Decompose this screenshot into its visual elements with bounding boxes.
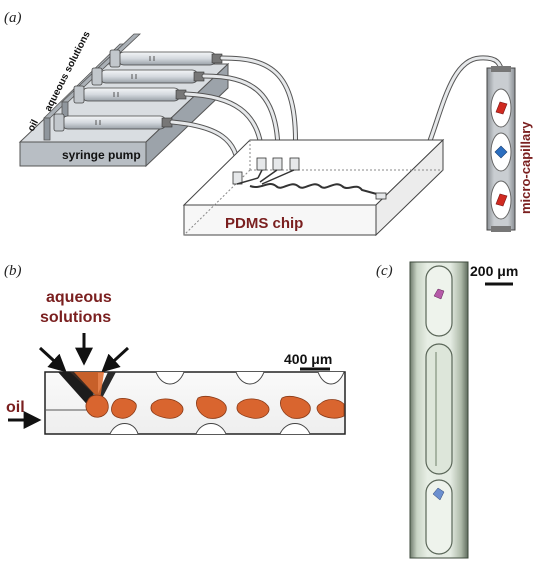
droplet bbox=[196, 396, 227, 419]
scale-label-c: 200 μm bbox=[470, 263, 518, 279]
pump-label: syringe pump bbox=[62, 148, 141, 162]
panel-c: (c) 200 μm bbox=[376, 261, 518, 559]
syringes bbox=[53, 49, 223, 132]
arrow-icon bbox=[101, 346, 130, 373]
arrow-icon bbox=[38, 346, 67, 373]
syringe-1 bbox=[109, 49, 223, 68]
panel-a: (a) syringe pump oil aqueous solutions bbox=[4, 10, 533, 237]
panel-c-label: (c) bbox=[376, 263, 393, 279]
droplet bbox=[280, 396, 311, 419]
crystal-icon bbox=[432, 487, 445, 501]
crystal-icon bbox=[495, 101, 508, 115]
syringe-2 bbox=[91, 67, 205, 86]
panel-b-label: (b) bbox=[4, 263, 22, 279]
micro-capillary bbox=[486, 66, 516, 232]
crystal-icon bbox=[494, 145, 508, 159]
crystal-icon bbox=[495, 193, 508, 207]
droplet bbox=[111, 398, 137, 419]
pdms-chip bbox=[182, 138, 445, 237]
scale-label-b: 400 μm bbox=[284, 351, 332, 367]
panel-a-label: (a) bbox=[4, 10, 22, 26]
aqueous-label-b-line1: aqueous bbox=[46, 289, 112, 306]
syringe-4 bbox=[53, 113, 173, 132]
capillary-label: micro-capillary bbox=[518, 121, 533, 214]
capillary-micrograph bbox=[409, 261, 469, 559]
channel-micrograph bbox=[44, 371, 346, 435]
chip-label: PDMS chip bbox=[225, 215, 303, 232]
droplet bbox=[236, 398, 270, 419]
droplet bbox=[150, 398, 184, 419]
oil-label-b: oil bbox=[6, 399, 25, 416]
oil-label-a: oil bbox=[26, 118, 41, 134]
panel-b: (b) aqueous solutions oil 400 μm bbox=[4, 263, 346, 435]
aqueous-label-b-line2: solutions bbox=[40, 309, 111, 326]
droplet bbox=[316, 399, 345, 419]
syringe-3 bbox=[73, 85, 187, 104]
crystal-icon bbox=[433, 288, 445, 300]
